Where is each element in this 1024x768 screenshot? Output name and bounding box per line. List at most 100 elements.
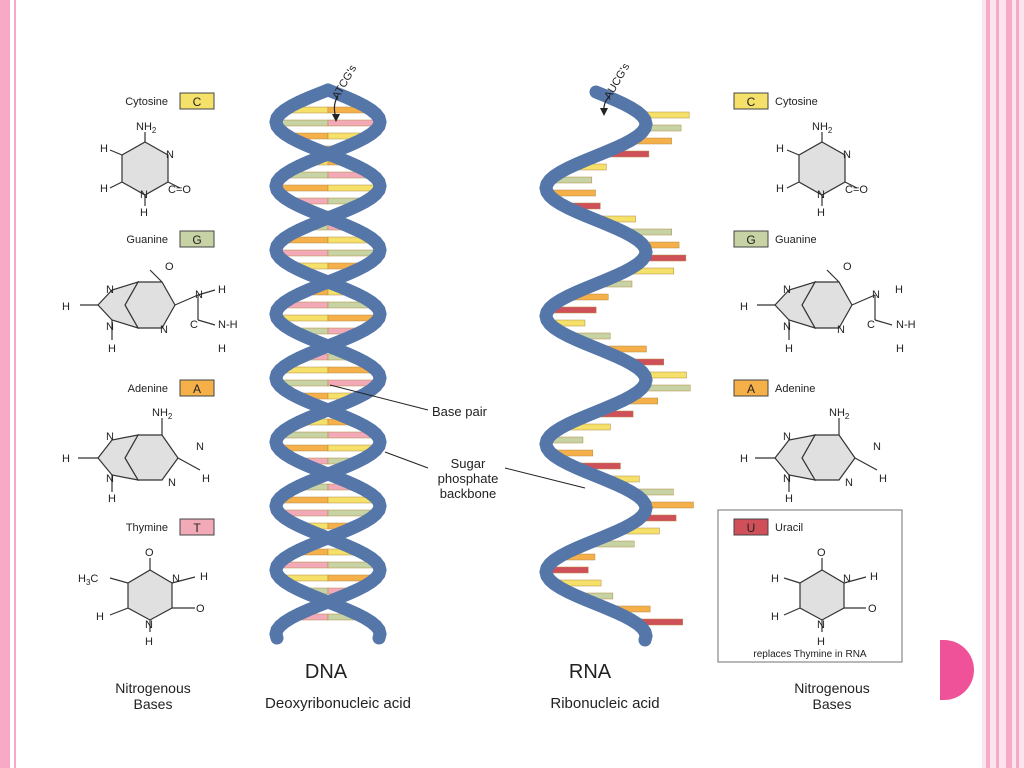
- right-stripe: [986, 0, 990, 768]
- base-swatch-t: [179, 518, 215, 536]
- cytosine-atoms-right: NH2 N C=O N H H H: [776, 121, 868, 219]
- base-name: Guanine: [126, 234, 168, 246]
- right-stripe: [996, 0, 999, 768]
- dna-strand-2: [269, 83, 387, 645]
- adenine-atoms-left: NH2 N H N H N N H: [62, 407, 210, 505]
- backbone-label-2: phosphate: [438, 471, 499, 486]
- svg-text:N: N: [195, 289, 203, 301]
- thymine-atoms-left: O H3C N H O H N H: [78, 547, 208, 648]
- svg-text:N: N: [168, 477, 176, 489]
- uracil-structure: [783, 558, 867, 632]
- svg-text:H: H: [785, 493, 793, 505]
- adenine-structure-right: [755, 418, 878, 492]
- svg-text:N-H: N-H: [218, 319, 238, 331]
- left-frame-line: [14, 0, 16, 768]
- svg-text:H: H: [776, 143, 784, 155]
- svg-text:H: H: [218, 284, 226, 296]
- rna-base: [646, 371, 687, 379]
- base-letter: T: [193, 521, 201, 535]
- svg-text:H: H: [145, 636, 153, 648]
- base-letter: A: [193, 382, 201, 396]
- svg-text:N: N: [106, 431, 114, 443]
- svg-text:N: N: [817, 619, 825, 631]
- svg-text:H: H: [817, 636, 825, 648]
- svg-text:C=O: C=O: [168, 184, 191, 196]
- uracil-note: replaces Thymine in RNA: [753, 649, 867, 660]
- footer-left-line1: Nitrogenous: [115, 680, 191, 696]
- svg-text:H: H: [896, 343, 904, 355]
- svg-text:N: N: [873, 441, 881, 453]
- rna-strand: [539, 85, 653, 647]
- svg-text:N: N: [196, 441, 204, 453]
- rna-base: [647, 501, 694, 509]
- svg-text:N: N: [172, 573, 180, 585]
- right-stripe: [1006, 0, 1012, 768]
- svg-text:N: N: [817, 189, 825, 201]
- svg-text:NH2: NH2: [812, 121, 833, 135]
- svg-text:N: N: [160, 324, 168, 336]
- svg-text:H: H: [740, 301, 748, 313]
- base-letter: C: [193, 95, 202, 109]
- thymine-structure-left: [109, 558, 196, 632]
- svg-text:H: H: [202, 473, 210, 485]
- dna-helix: [269, 83, 387, 645]
- left-base-legend: Cytosine C Guanine G Adenine A Thymine T: [125, 92, 215, 536]
- svg-text:H: H: [200, 571, 208, 583]
- svg-text:O: O: [196, 603, 205, 615]
- svg-text:H: H: [895, 284, 903, 296]
- rna-helix: [539, 85, 694, 647]
- svg-text:N: N: [783, 431, 791, 443]
- svg-text:H: H: [100, 143, 108, 155]
- rna-title: RNA: [569, 661, 612, 683]
- svg-text:H: H: [140, 207, 148, 219]
- base-name: Uracil: [775, 522, 803, 534]
- base-swatch-g: [733, 230, 769, 248]
- svg-text:O: O: [165, 261, 174, 273]
- base-swatch-g: [179, 230, 215, 248]
- svg-text:O: O: [817, 547, 826, 559]
- svg-text:NH2: NH2: [152, 407, 173, 421]
- svg-text:H: H: [879, 473, 887, 485]
- base-letter: G: [746, 233, 755, 247]
- adenine-atoms-right: NH2 N H N H N N H: [740, 407, 887, 505]
- svg-text:H: H: [62, 301, 70, 313]
- base-pair-label: Base pair: [432, 404, 488, 419]
- right-stripe: [1016, 0, 1019, 768]
- guanine-structure-right: [757, 269, 893, 340]
- footer-right-line2: Bases: [813, 696, 852, 712]
- base-name: Adenine: [775, 383, 815, 395]
- svg-text:O: O: [843, 261, 852, 273]
- base-letter: U: [747, 521, 756, 535]
- svg-text:N: N: [783, 284, 791, 296]
- svg-text:H: H: [100, 183, 108, 195]
- svg-text:N: N: [106, 473, 114, 485]
- svg-text:N: N: [783, 473, 791, 485]
- base-name: Adenine: [128, 383, 168, 395]
- base-letter: A: [747, 382, 755, 396]
- svg-text:H: H: [771, 573, 779, 585]
- guanine-structure-left: [80, 269, 216, 340]
- svg-text:N: N: [145, 619, 153, 631]
- footer-right-line1: Nitrogenous: [794, 680, 870, 696]
- svg-text:H: H: [108, 493, 116, 505]
- base-name: Cytosine: [125, 96, 168, 108]
- svg-text:N: N: [166, 149, 174, 161]
- svg-text:C=O: C=O: [845, 184, 868, 196]
- guanine-atoms-left: O N H C N-H H N H N N H: [62, 261, 238, 355]
- base-swatch-c: [179, 92, 215, 110]
- base-name: Guanine: [775, 234, 817, 246]
- right-base-legend: C Cytosine G Guanine A Adenine: [733, 92, 818, 397]
- svg-text:H: H: [62, 453, 70, 465]
- left-frame-bar: [0, 0, 10, 768]
- base-letter: C: [747, 95, 756, 109]
- svg-text:NH2: NH2: [829, 407, 850, 421]
- svg-text:O: O: [145, 547, 154, 559]
- svg-text:H: H: [776, 183, 784, 195]
- svg-text:H3C: H3C: [78, 573, 98, 587]
- svg-text:N: N: [843, 573, 851, 585]
- svg-text:N: N: [106, 284, 114, 296]
- svg-text:N: N: [106, 321, 114, 333]
- svg-text:N: N: [837, 324, 845, 336]
- uracil-box: U Uracil O N H O H H N H replaces Thymin…: [717, 509, 903, 663]
